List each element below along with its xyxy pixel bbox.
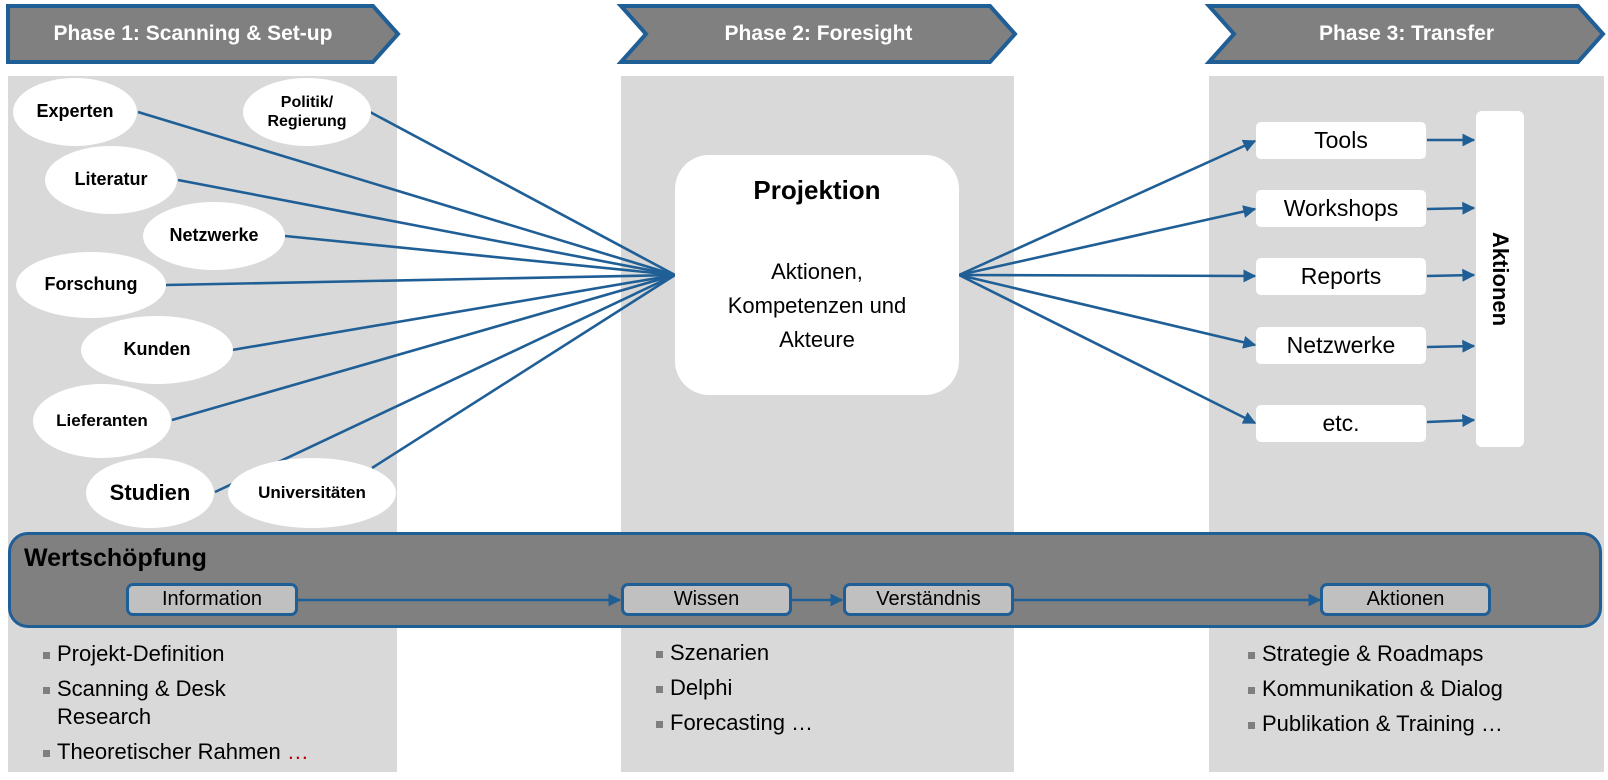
projection-body: Aktionen, Kompetenzen und Akteure (675, 255, 959, 357)
projection-line-1: Aktionen, (771, 259, 863, 284)
method-item: Strategie & Roadmaps (1248, 640, 1588, 668)
link-literatur (177, 178, 676, 277)
phase2-label: Phase 2: Foresight (724, 22, 913, 45)
source-forschung: Forschung (16, 252, 166, 318)
stage-wissen: Wissen (621, 583, 792, 616)
method-item: Theoretischer Rahmen … (43, 738, 343, 766)
method-item-text: Theoretischer Rahmen (57, 739, 281, 764)
link-tools (958, 139, 1257, 277)
stage-information: Information (126, 583, 298, 616)
phase-headers (6, 3, 1606, 64)
arrow-netzwerke-aktionen (1426, 339, 1476, 353)
source-literatur: Literatur (45, 146, 177, 214)
method-item: Forecasting … (656, 709, 956, 737)
method-item: Szenarien (656, 639, 956, 667)
output-etc: etc. (1256, 405, 1426, 442)
projection-line-3: Akteure (779, 327, 855, 352)
link-universitaeten (371, 273, 676, 470)
source-kunden: Kunden (81, 316, 233, 384)
source-netzwerke: Netzwerke (143, 202, 285, 270)
link-lieferanten (171, 273, 676, 422)
projection-box: Projektion Aktionen, Kompetenzen und Akt… (675, 155, 959, 395)
link-kunden (231, 273, 676, 352)
stage-aktionen: Aktionen (1320, 583, 1491, 616)
method-ellipsis: … (286, 739, 309, 764)
source-politik: Politik/ Regierung (243, 78, 371, 146)
output-reports: Reports (1256, 258, 1426, 295)
link-netzwerke-out (958, 273, 1257, 349)
method-item: Kommunikation & Dialog (1248, 675, 1588, 703)
phase2-methods: Szenarien Delphi Forecasting … (656, 639, 956, 744)
output-tools: Tools (1256, 122, 1426, 159)
projection-line-2: Kompetenzen und (727, 293, 907, 318)
method-item: Publikation & Training … (1248, 710, 1588, 738)
arrow-workshops-aktionen (1426, 201, 1476, 215)
phase3-chevron (1204, 3, 1606, 64)
phase3-label: Phase 3: Transfer (1318, 22, 1495, 45)
method-item: Scanning & Desk Research (43, 675, 287, 731)
arrow-reports-aktionen (1426, 268, 1476, 282)
link-etc (958, 273, 1257, 425)
phase3-methods: Strategie & Roadmaps Kommunikation & Dia… (1248, 640, 1588, 745)
output-workshops: Workshops (1256, 190, 1426, 227)
link-workshops (958, 205, 1257, 277)
link-studien (214, 273, 676, 494)
phase1-label: Phase 1: Scanning & Set-up (53, 22, 333, 45)
arrow-etc-aktionen (1426, 414, 1476, 427)
link-netzwerke (284, 234, 676, 277)
stage-verstaendnis: Verständnis (843, 583, 1014, 616)
actions-bar (1476, 111, 1524, 447)
link-forschung (165, 273, 676, 287)
method-item: Projekt-Definition (43, 640, 343, 668)
source-experten: Experten (13, 78, 137, 146)
projection-title: Projektion (753, 175, 881, 205)
link-reports (958, 269, 1257, 283)
phase1-methods: Projekt-Definition Scanning & Desk Resea… (43, 640, 343, 773)
output-netzwerke: Netzwerke (1256, 327, 1426, 364)
source-studien: Studien (86, 458, 214, 528)
link-politik (369, 110, 676, 277)
method-item: Delphi (656, 674, 956, 702)
phase1-chevron (6, 4, 401, 64)
value-chain-title: Wertschöpfung (24, 544, 207, 572)
source-universitaeten: Universitäten (228, 458, 396, 528)
source-politik-label: Politik/ Regierung (267, 93, 347, 130)
phase2-chevron (616, 3, 1018, 64)
link-experten (137, 110, 676, 277)
source-lieferanten: Lieferanten (33, 384, 171, 458)
